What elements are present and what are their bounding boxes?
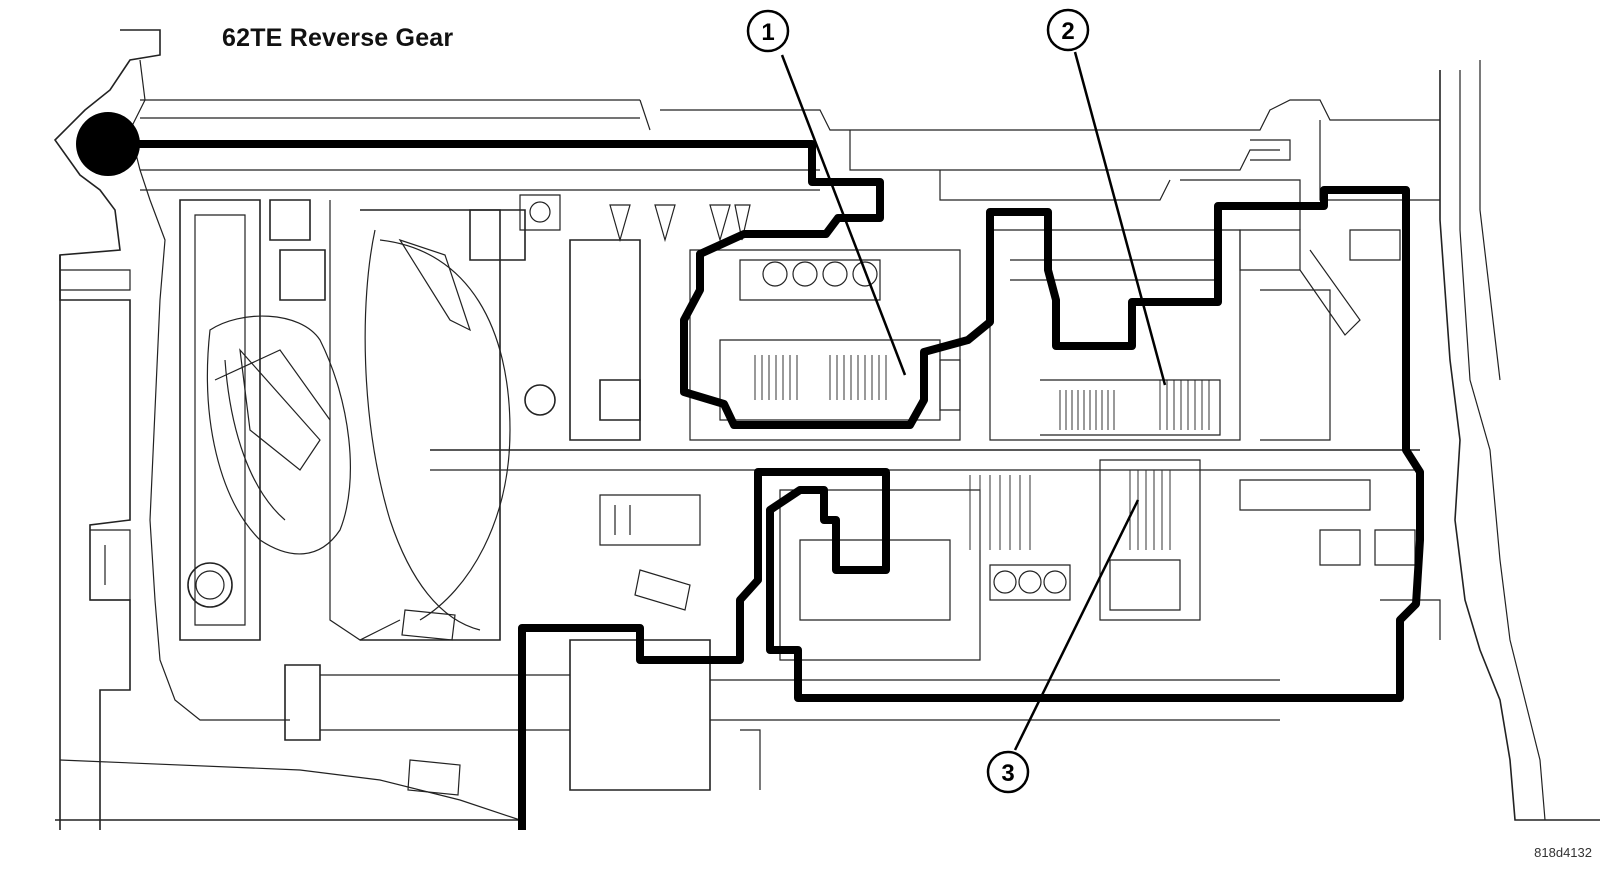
- diagram-title: 62TE Reverse Gear: [222, 24, 454, 52]
- callout-2-circle: [1046, 8, 1090, 52]
- upper-housing-lines: [140, 99, 1440, 230]
- planetary-gearset: [401, 449, 1441, 796]
- transmission-case: [53, 29, 1600, 830]
- callout-1-label: 1: [761, 19, 774, 46]
- callout-2-leader: [1073, 51, 1167, 386]
- callout-3: 3: [986, 499, 1140, 794]
- reverse-fluid-path: [76, 112, 1424, 830]
- figure-id: 818d4132: [1534, 845, 1592, 860]
- clutch-plates-1: [754, 355, 887, 400]
- callout-1-leader: [780, 54, 907, 376]
- callout-1: 1: [746, 9, 907, 376]
- callout-1-circle: [746, 9, 790, 53]
- output-shaft: [60, 269, 1280, 791]
- callout-2-label: 2: [1061, 18, 1074, 45]
- clutch-pack-right: [989, 229, 1401, 441]
- callout-2: 2: [1046, 8, 1167, 386]
- clutch-pack-upper: [524, 204, 961, 441]
- callout-3-label: 3: [1001, 760, 1014, 787]
- callout-3-circle: [986, 750, 1030, 794]
- pump-assembly: [179, 194, 561, 641]
- callout-3-leader: [1013, 499, 1140, 751]
